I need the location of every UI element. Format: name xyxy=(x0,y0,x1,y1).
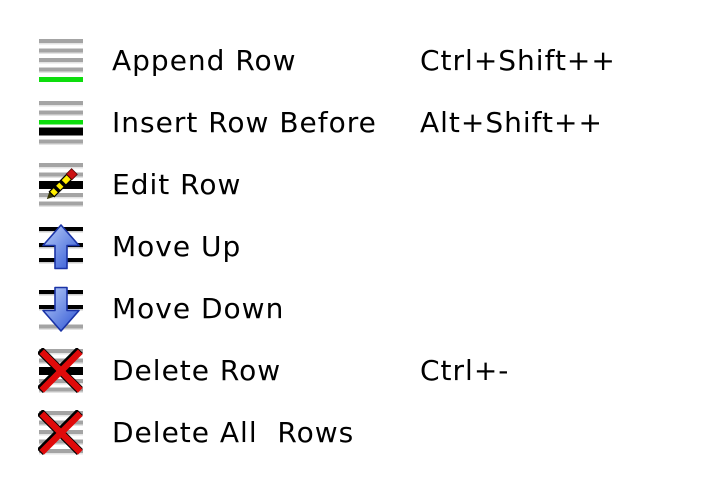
menu-item-shortcut: Alt+Shift++ xyxy=(420,106,603,139)
menu-item-move-up[interactable]: Move Up xyxy=(38,216,688,278)
menu-item-label: Delete Row xyxy=(112,354,282,387)
move-up-icon xyxy=(38,224,84,270)
menu-item-label: Move Up xyxy=(112,230,242,263)
menu-item-label: Move Down xyxy=(112,292,285,325)
menu-item-delete-row[interactable]: Delete Row Ctrl+- xyxy=(38,340,688,402)
menu-item-shortcut: Ctrl+Shift++ xyxy=(420,44,616,77)
append-row-icon xyxy=(38,38,84,84)
move-down-icon xyxy=(38,286,84,332)
delete-all-rows-icon xyxy=(38,410,84,456)
delete-row-icon xyxy=(38,348,84,394)
insert-row-before-icon xyxy=(38,100,84,146)
menu-item-label: Delete All Rows xyxy=(112,416,355,449)
menu-item-label: Append Row xyxy=(112,44,297,77)
menu-item-append-row[interactable]: Append Row Ctrl+Shift++ xyxy=(38,30,688,92)
row-context-menu: Append Row Ctrl+Shift++ Insert Row Befor… xyxy=(38,30,688,464)
menu-item-move-down[interactable]: Move Down xyxy=(38,278,688,340)
menu-item-delete-all-rows[interactable]: Delete All Rows xyxy=(38,402,688,464)
menu-item-label: Insert Row Before xyxy=(112,106,377,139)
edit-row-icon xyxy=(38,162,84,208)
menu-item-shortcut: Ctrl+- xyxy=(420,354,510,387)
menu-item-insert-row-before[interactable]: Insert Row Before Alt+Shift++ xyxy=(38,92,688,154)
menu-item-label: Edit Row xyxy=(112,168,242,201)
menu-item-edit-row[interactable]: Edit Row xyxy=(38,154,688,216)
